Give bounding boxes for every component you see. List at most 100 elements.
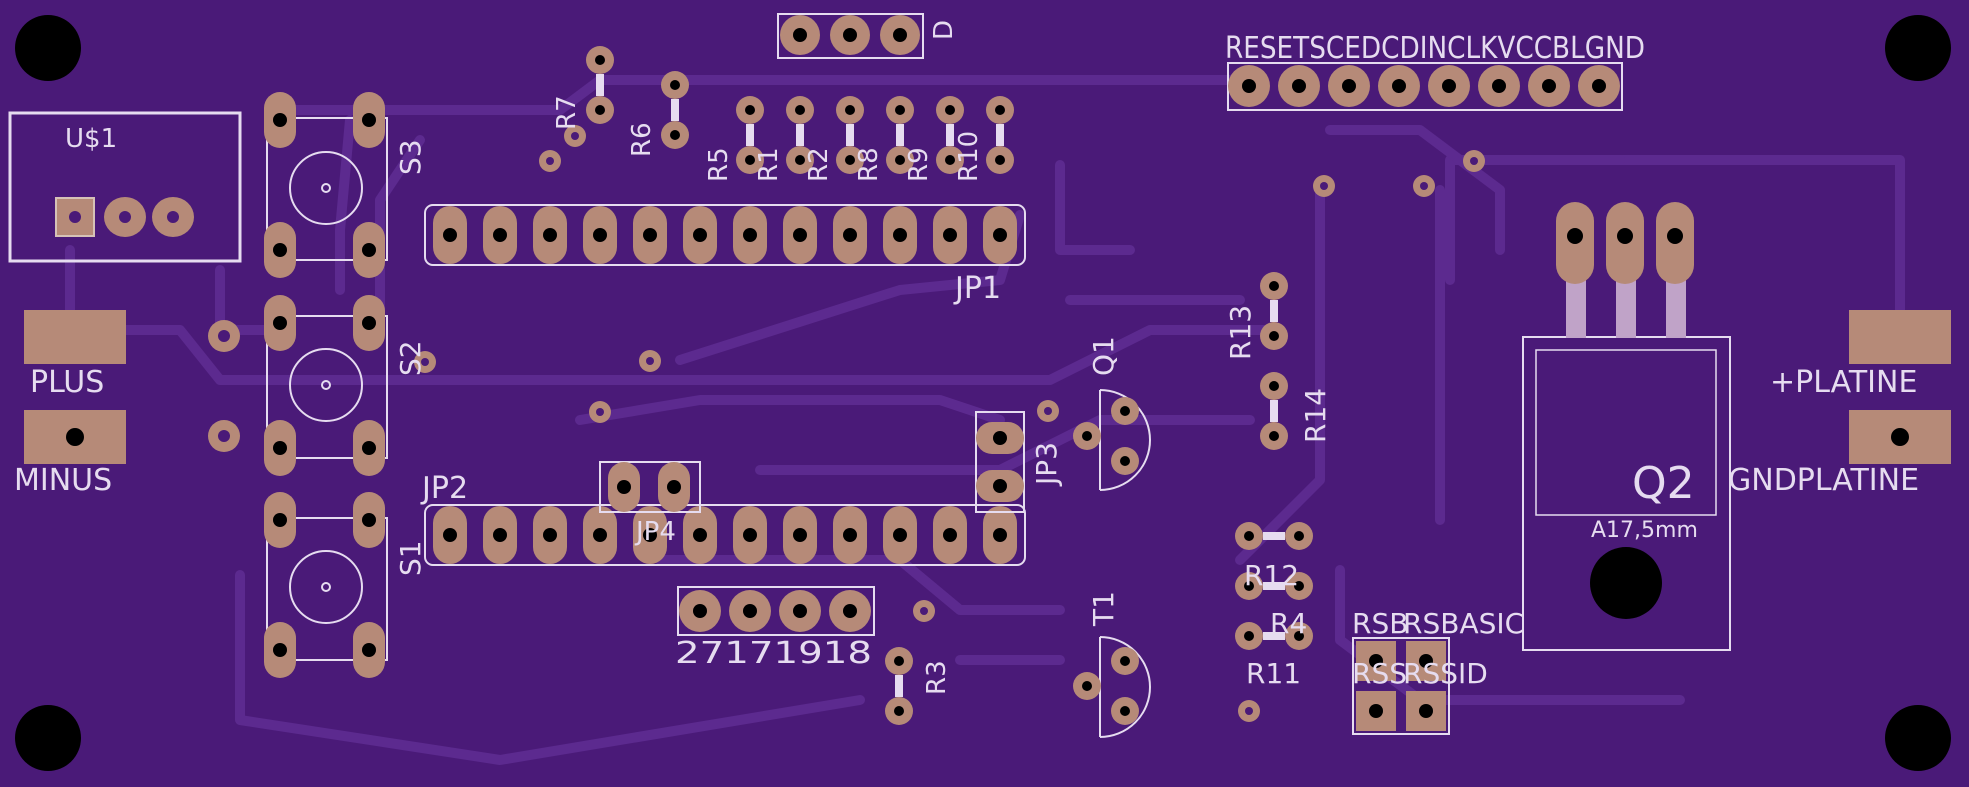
u1-drill-3 — [167, 211, 179, 223]
jp1-drill-9 — [843, 228, 857, 242]
mounting-hole-top-right — [1885, 15, 1951, 81]
r13-label: R13 — [1224, 305, 1257, 360]
s1-label: S1 — [394, 540, 427, 576]
s2-label: S2 — [394, 340, 427, 376]
jp1-drill-3 — [543, 228, 557, 242]
r5-label: R5 — [704, 147, 734, 182]
minus-label: MINUS — [14, 463, 112, 498]
r2-label: R2 — [804, 147, 834, 182]
jp1-label: JP1 — [953, 271, 1001, 306]
traces — [65, 75, 1905, 765]
jp1-drill-4 — [593, 228, 607, 242]
minus-pad-drill — [66, 428, 84, 446]
top-resistor-drill-a-6 — [895, 105, 905, 115]
jp1-drill-8 — [793, 228, 807, 242]
jp2-drill-9 — [843, 528, 857, 542]
r12-label: R12 — [1244, 559, 1299, 592]
top-small-header — [777, 13, 924, 59]
r11-label: R11 — [1246, 657, 1301, 690]
jp2-pads — [433, 506, 1017, 564]
top-resistor-drill-b-5 — [845, 155, 855, 165]
jp1-drill-10 — [893, 228, 907, 242]
switch-s1 — [264, 492, 388, 678]
top-resistor-body-3 — [746, 124, 754, 146]
top-header-drill-2 — [1292, 79, 1306, 93]
jp2-outline — [424, 504, 1026, 566]
top-header-drill-6 — [1492, 79, 1506, 93]
r7-label: R7 — [552, 95, 582, 130]
jp2-drill-6 — [693, 528, 707, 542]
top-header-pads — [1228, 65, 1620, 107]
top-resistor-drill-b-1 — [595, 105, 605, 115]
u1-drill-2 — [119, 211, 131, 223]
q1-transistor — [1073, 389, 1151, 491]
jp3-outline — [975, 411, 1025, 513]
r13-r14 — [1260, 272, 1288, 450]
jp2-drill-7 — [743, 528, 757, 542]
rs-jumper-outline — [1352, 637, 1450, 735]
jp2-drill-12 — [993, 528, 1007, 542]
mounting-hole-bottom-right — [1885, 705, 1951, 771]
jp1-drill-12 — [993, 228, 1007, 242]
jp2-drill-10 — [893, 528, 907, 542]
jp2-drill-5 — [643, 528, 657, 542]
plus-label: PLUS — [30, 365, 104, 400]
top-header-pin-labels: RESETSCEDCDINCLKVCCBLGND — [1225, 31, 1645, 66]
top-resistor-drill-b-8 — [995, 155, 1005, 165]
top-resistor-drill-b-3 — [745, 155, 755, 165]
bottom-pin-labels: 27171918 — [675, 636, 872, 671]
vias-left — [208, 125, 661, 452]
q1-label: Q1 — [1087, 336, 1120, 376]
top-header-drill-5 — [1442, 79, 1456, 93]
jp2-drill-3 — [543, 528, 557, 542]
top-resistor-drill-b-6 — [895, 155, 905, 165]
jp2-drill-11 — [943, 528, 957, 542]
top-resistor-body-2 — [671, 99, 679, 121]
u1-label: U$1 — [65, 124, 117, 154]
jp2-label: JP2 — [420, 471, 468, 506]
gnd-platine-drill — [1891, 428, 1909, 446]
r9-label: R9 — [904, 147, 934, 182]
top-header-drill-8 — [1592, 79, 1606, 93]
q2-label: Q2 — [1632, 458, 1695, 509]
r12-r4-r11 — [1235, 522, 1313, 650]
s3-label: S3 — [394, 139, 427, 175]
top-resistor-drill-b-7 — [945, 155, 955, 165]
jp3-label: JP3 — [1030, 442, 1063, 487]
r3-resistor — [885, 647, 913, 725]
r10-label: R10 — [954, 131, 984, 182]
jp1-drill-7 — [743, 228, 757, 242]
rsb-label: RSB — [1352, 607, 1408, 640]
rsbasic-label: RSBASIC — [1403, 607, 1524, 640]
r14-label: R14 — [1299, 388, 1332, 443]
jp1-pads — [433, 206, 1017, 264]
top-header-drill-3 — [1342, 79, 1356, 93]
u1-outline — [8, 111, 242, 263]
jp1-drill-11 — [943, 228, 957, 242]
rss-label: RSS — [1352, 657, 1407, 690]
top-header-drill-1 — [1242, 79, 1256, 93]
plus-platine-label: +PLATINE — [1770, 365, 1917, 400]
r6-label: R6 — [627, 122, 657, 157]
top-resistor-drill-a-2 — [670, 80, 680, 90]
jp2-drill-1 — [443, 528, 457, 542]
q2-regulator — [1522, 202, 1731, 651]
top-header-outline — [1227, 62, 1623, 111]
top-header-drill-7 — [1542, 79, 1556, 93]
r8-label: R8 — [854, 147, 884, 182]
jp1-drill-1 — [443, 228, 457, 242]
u1-pads — [55, 197, 194, 237]
top-resistor-drill-a-3 — [745, 105, 755, 115]
r1-label: R1 — [754, 147, 784, 182]
mounting-holes — [15, 15, 1951, 771]
top-resistor-body-7 — [946, 124, 954, 146]
jp4-label: JP4 — [634, 517, 676, 547]
jp4-outline — [599, 461, 701, 513]
t1-label: T1 — [1087, 591, 1120, 627]
jp1-drill-5 — [643, 228, 657, 242]
jp1-outline — [424, 204, 1026, 266]
rssid-label: RSSID — [1403, 657, 1488, 690]
top-resistor-body-1 — [596, 74, 604, 96]
t1-transistor — [1073, 636, 1151, 738]
jp1-drill-6 — [693, 228, 707, 242]
